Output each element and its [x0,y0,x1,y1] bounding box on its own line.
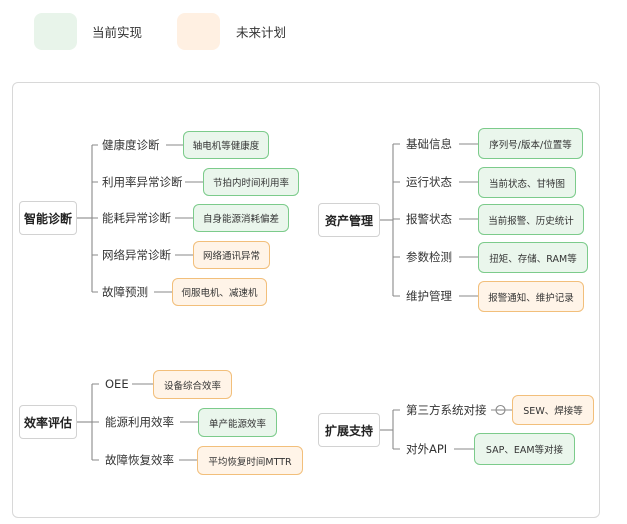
asset-tag-basic-info: 序列号/版本/位置等 [478,128,583,159]
asset-root: 资产管理 [318,203,380,237]
diagnosis-tag-energy: 自身能源消耗偏差 [193,204,289,232]
legend-swatch-current [34,13,77,50]
extension-tag-third-party: SEW、焊接等 [512,395,594,425]
efficiency-tag-energy: 单产能源效率 [198,408,277,437]
asset-tag-run-status: 当前状态、甘特图 [478,167,576,198]
diagnosis-item-energy: 能耗异常诊断 [102,211,171,225]
diagnosis-item-network: 网络异常诊断 [102,248,171,262]
diagnosis-tag-utilization: 节拍内时间利用率 [203,168,299,196]
legend-label-current: 当前实现 [92,25,143,40]
legend-swatch-future [177,13,220,50]
asset-tag-param-check: 扭矩、存储、RAM等 [478,242,588,273]
legend-label-future: 未来计划 [236,25,287,40]
extension-tag-api: SAP、EAM等对接 [474,433,575,465]
extension-item-api: 对外API [406,442,448,456]
asset-item-param-check: 参数检测 [406,250,452,264]
diagnosis-item-fault-prediction: 故障预测 [102,285,148,299]
asset-tag-maintenance: 报警通知、维护记录 [478,281,584,312]
asset-item-maintenance: 维护管理 [406,289,452,303]
extension-item-third-party: 第三方系统对接 [406,403,487,417]
diagnosis-root: 智能诊断 [19,201,77,235]
efficiency-item-energy: 能源利用效率 [105,415,174,429]
asset-item-alarm-status: 报警状态 [406,212,452,226]
diagnosis-tag-network: 网络通讯异常 [193,241,270,269]
diagnosis-item-health: 健康度诊断 [102,138,160,152]
efficiency-tag-oee: 设备综合效率 [153,370,232,399]
efficiency-item-recovery: 故障恢复效率 [105,453,174,467]
asset-item-basic-info: 基础信息 [406,137,452,151]
asset-item-run-status: 运行状态 [406,175,452,189]
efficiency-tag-recovery: 平均恢复时间MTTR [197,446,303,475]
extension-root: 扩展支持 [318,413,380,447]
efficiency-item-oee: OEE [105,377,129,391]
diagnosis-item-utilization: 利用率异常诊断 [102,175,183,189]
diagnosis-tag-health: 轴电机等健康度 [183,131,269,159]
asset-tag-alarm-status: 当前报警、历史统计 [478,204,584,235]
efficiency-root: 效率评估 [19,405,77,439]
diagnosis-tag-fault-prediction: 伺服电机、减速机 [172,278,267,306]
